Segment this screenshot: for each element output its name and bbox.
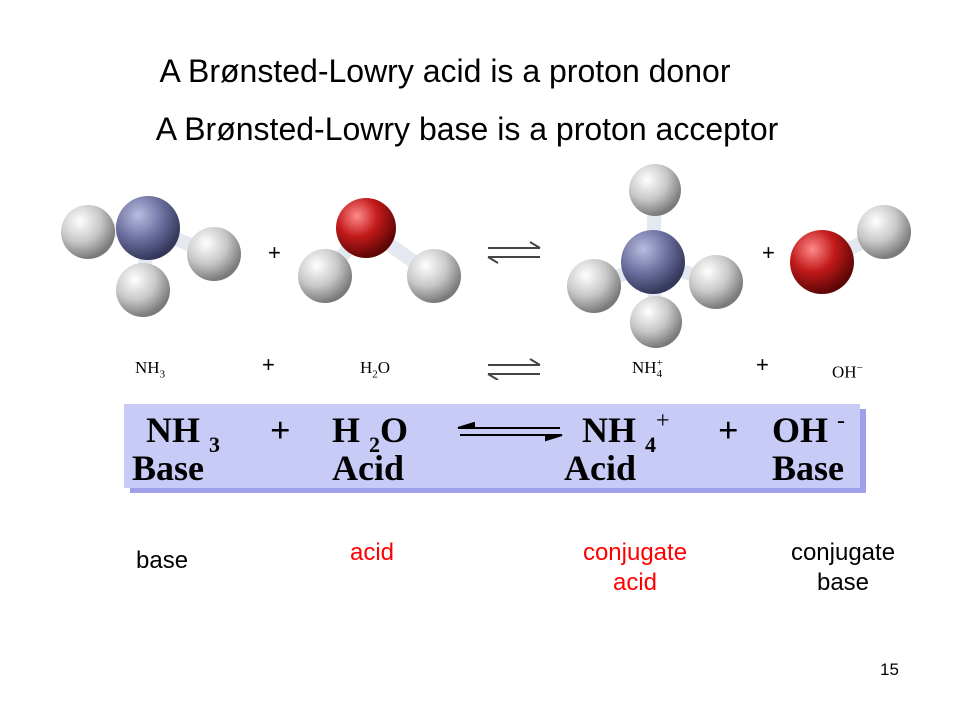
plus-sign: + xyxy=(262,352,275,377)
page-number: 15 xyxy=(880,660,899,679)
role-base: Base xyxy=(132,448,204,488)
box-formula-nh4: NH 4+ xyxy=(582,408,670,457)
role-acid: Acid xyxy=(332,448,404,488)
equilibrium-arrow-icon xyxy=(457,422,563,442)
formula-h2o: H2O xyxy=(360,358,391,381)
equilibrium-arrow-icon xyxy=(487,358,541,380)
role-acid: Acid xyxy=(564,448,636,488)
box-formula-h2o: H 2O xyxy=(332,410,409,457)
plus-sign: + xyxy=(762,240,775,265)
plus-sign: + xyxy=(268,240,281,265)
acid-definition-title: A Brønsted-Lowry acid is a proton donor xyxy=(159,53,731,89)
base-definition-title: A Brønsted-Lowry base is a proton accept… xyxy=(155,111,779,147)
formula-oh: OH− xyxy=(832,362,863,382)
box-plus: + xyxy=(718,410,739,450)
formula-nh3: NH3 xyxy=(135,358,166,381)
label-base: base xyxy=(136,547,189,574)
box-formula-nh3: NH 3 xyxy=(146,410,220,457)
label-acid: acid xyxy=(350,539,395,566)
plus-sign: + xyxy=(756,352,769,377)
molecule-illustration: + + xyxy=(61,164,911,348)
ammonium-ion xyxy=(567,164,743,348)
formula-nh4: NH+4 xyxy=(632,357,663,381)
role-base: Base xyxy=(772,448,844,488)
ammonia-molecule xyxy=(61,196,241,317)
water-molecule xyxy=(298,198,461,303)
equation-box: NH 3 + H 2O NH 4+ + OH - Base Acid Acid … xyxy=(124,404,860,488)
box-formula-oh: OH - xyxy=(772,408,846,450)
box-plus: + xyxy=(270,410,291,450)
hydroxide-ion xyxy=(790,205,911,294)
equilibrium-arrow-icon xyxy=(487,241,541,264)
